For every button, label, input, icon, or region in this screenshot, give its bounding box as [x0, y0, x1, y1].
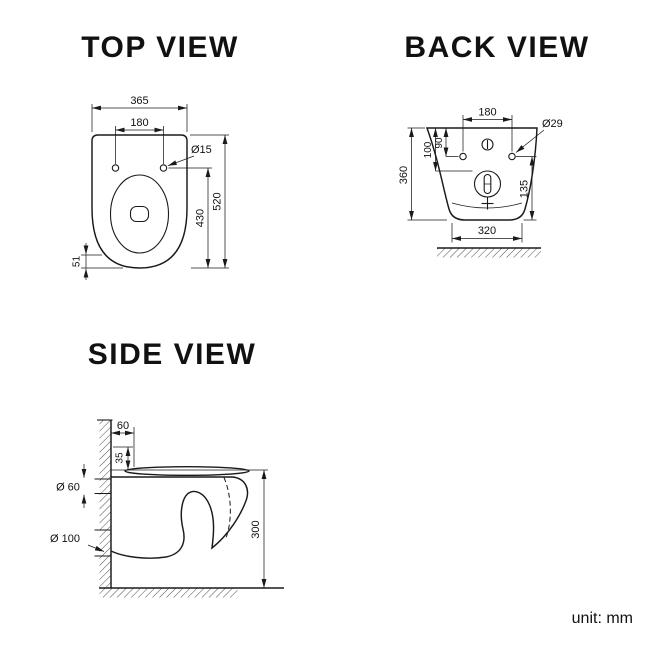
dim-label-hole-spacing: 180	[478, 107, 496, 119]
side-view: SIDE VIEW 60 35 Ø 60	[50, 338, 284, 598]
top-mounting-hole-right	[159, 164, 168, 172]
back-view-title: BACK VIEW	[404, 31, 589, 64]
top-dim-bowl-depth: 430	[168, 167, 212, 268]
top-view-title: TOP VIEW	[81, 31, 239, 64]
back-fixing-hole-left	[459, 152, 467, 161]
dim-label-wall-offset: 60	[117, 420, 129, 432]
side-seat-profile	[124, 465, 250, 477]
dim-label-drop-a: 100	[423, 141, 434, 158]
side-dim-top-drop: 35	[113, 446, 133, 470]
back-view: BACK VIEW 180 Ø29 360	[398, 31, 589, 258]
dim-label-overall-height: 360	[398, 166, 410, 184]
top-flush-outlet	[129, 205, 150, 223]
dim-label-height: 300	[250, 520, 262, 538]
top-view: TOP VIEW 365 180 Ø15 43	[72, 31, 239, 280]
dim-label-outlet-height: 135	[519, 180, 531, 198]
back-dim-outlet-height: 135	[516, 156, 537, 221]
side-dim-drain-diameter: Ø 100	[50, 529, 111, 557]
unit-label: unit: mm	[572, 610, 633, 627]
dim-label-bottom-width: 320	[478, 225, 496, 237]
side-floor-hatch	[99, 588, 238, 598]
side-trapway-hidden-line	[223, 477, 231, 539]
dim-label-inlet-diameter: Ø 60	[56, 482, 80, 494]
back-ground-hatch	[437, 248, 541, 258]
side-dim-height: 300	[250, 470, 267, 588]
dim-label-drain-diameter: Ø 100	[50, 533, 80, 545]
back-inlet-hole	[481, 138, 494, 151]
top-dim-overall-width: 365	[91, 95, 188, 132]
dim-label-hole-diameter: Ø29	[542, 118, 563, 130]
back-fixing-hole-right	[508, 152, 516, 161]
back-dim-drop-a: 100	[423, 128, 473, 172]
top-dim-hole-spacing: 180	[115, 117, 164, 164]
back-dim-overall-height: 360	[398, 127, 447, 221]
leader-line	[515, 129, 545, 153]
leader-line	[167, 155, 195, 167]
side-bowl-outline	[110, 476, 249, 559]
back-outlet-circle	[473, 170, 502, 198]
top-dim-front-offset: 51	[72, 243, 123, 280]
top-dim-hole-diameter: Ø15	[167, 144, 212, 167]
back-dim-hole-diameter: Ø29	[515, 118, 563, 153]
back-dim-bottom-width: 320	[451, 223, 523, 243]
leader-line	[87, 544, 105, 552]
side-view-title: SIDE VIEW	[88, 338, 257, 371]
dim-label-front-offset: 51	[72, 256, 83, 268]
dim-label-overall-depth: 520	[212, 192, 224, 210]
side-wall-hatch	[99, 420, 111, 588]
side-dim-inlet-diameter: Ø 60	[56, 464, 111, 508]
dim-label-bowl-depth: 430	[195, 209, 207, 227]
top-toilet-outline	[91, 134, 188, 269]
top-mounting-hole-left	[111, 164, 120, 172]
top-bowl-ellipse	[109, 174, 170, 254]
dim-label-hole-diameter: Ø15	[191, 144, 212, 156]
side-dim-wall-offset: 60	[111, 420, 135, 467]
back-dim-hole-spacing: 180	[462, 107, 513, 152]
dim-label-hole-spacing: 180	[130, 117, 148, 129]
dim-label-drop-b: 90	[434, 137, 445, 149]
dim-label-top-drop: 35	[115, 452, 126, 464]
top-dim-overall-depth: 520	[190, 134, 229, 269]
dim-label-overall-width: 365	[130, 95, 148, 107]
back-dim-drop-b: 90	[434, 128, 459, 157]
